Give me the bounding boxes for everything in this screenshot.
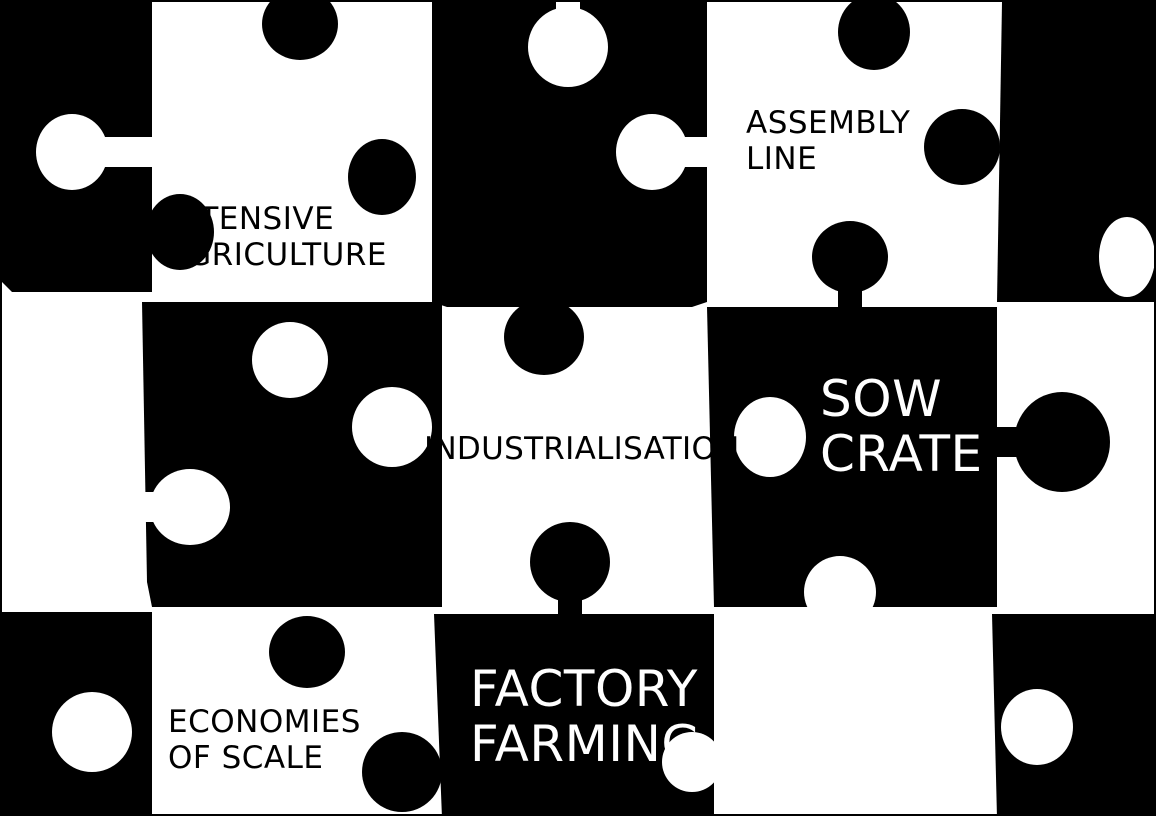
label-intensive-agriculture-1: INTENSIVE	[166, 201, 335, 237]
white-knobs	[36, 2, 1154, 792]
label-assembly-line-1: ASSEMBLY	[746, 105, 911, 141]
label-factory-farming: FACTORY FARMING	[470, 662, 701, 772]
label-intensive-agriculture: INTENSIVE AGRICULTURE	[166, 201, 387, 273]
label-intensive-agriculture-2: AGRICULTURE	[166, 236, 387, 273]
label-assembly-line-2: LINE	[746, 140, 818, 177]
label-sow-crate-1: SOW	[820, 370, 943, 428]
puzzle-piece-r1c3	[707, 307, 997, 607]
label-assembly-line: ASSEMBLY LINE	[746, 105, 911, 177]
dark-knobs	[32, 2, 1154, 812]
label-factory-farming-2: FARMING	[470, 715, 701, 773]
label-economies-of-scale-2: OF SCALE	[168, 739, 324, 776]
label-sow-crate-2: CRATE	[820, 425, 983, 483]
label-factory-farming-1: FACTORY	[470, 660, 698, 718]
label-industrialisation: INDUSTRIALISATION	[424, 431, 740, 467]
label-sow-crate: SOW CRATE	[820, 372, 983, 482]
label-economies-of-scale-1: ECONOMIES	[168, 704, 361, 740]
puzzle-piece-r2c2	[434, 614, 714, 814]
label-economies-of-scale: ECONOMIES OF SCALE	[168, 704, 361, 776]
puzzle-piece-r0c2	[432, 2, 707, 307]
